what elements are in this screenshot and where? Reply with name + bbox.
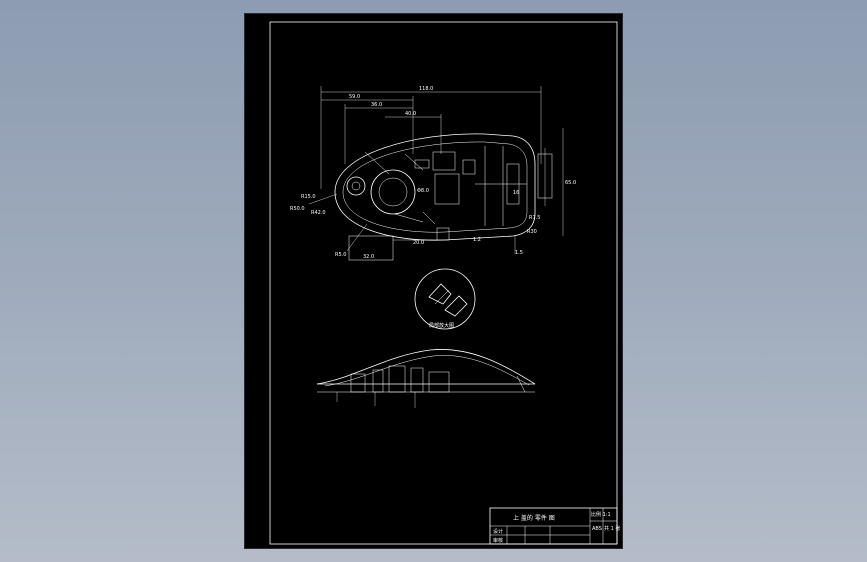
dim-phi: Φ8.0 — [417, 188, 429, 194]
dim-r5: R5.0 — [335, 252, 346, 258]
drawing-sheet: 118.0 59.0 36.0 40.0 65.0 — [244, 13, 623, 549]
dim-d16: 16 — [513, 190, 519, 196]
dim-r50: R50.0 — [290, 206, 305, 212]
top-view-outline — [334, 133, 553, 241]
dim-r1b: 1.2 — [473, 237, 481, 243]
title-material: ABS — [592, 526, 602, 532]
title-block: 上 盖的 零件 图 设计 审核 比例 1:1 ABS 共 1 张 — [489, 507, 620, 545]
detail-view: 局部放大图 — [414, 268, 476, 330]
dim-r15: R15.0 — [301, 194, 316, 200]
dim-height-right: 65.0 — [565, 180, 576, 186]
title-cell-b: 审核 — [493, 537, 503, 544]
top-dimensions: 118.0 59.0 36.0 40.0 65.0 — [320, 86, 576, 236]
dim-r30: R30 — [527, 229, 537, 235]
side-view — [316, 349, 536, 408]
dim-partial-inner: 40.0 — [405, 111, 416, 117]
hole-left — [346, 176, 366, 196]
top-view-labels: R15.0 R50.0 R42.0 Φ8.0 R5.0 R7.5 R30 16 … — [290, 188, 540, 258]
title-drawing: 上 盖的 零件 图 — [513, 514, 555, 522]
inner-border — [269, 21, 618, 545]
dim-bottom-32: 32.0 — [363, 254, 374, 260]
dim-r42: R42.0 — [311, 210, 326, 216]
title-sheet: 共 1 张 — [604, 525, 620, 532]
bottom-dimensions: 32.0 20.0 — [348, 227, 516, 261]
top-view-features — [346, 146, 527, 226]
dim-bottom-20: 20.0 — [413, 240, 424, 246]
dim-partial-left: 59.0 — [349, 94, 360, 100]
dim-partial-mid: 36.0 — [371, 102, 382, 108]
dim-overall-width: 118.0 — [419, 86, 433, 92]
dim-r75: R7.5 — [529, 215, 540, 221]
title-scale: 比例 1:1 — [591, 511, 611, 518]
cad-drawing: 118.0 59.0 36.0 40.0 65.0 — [269, 21, 620, 545]
detail-label: 局部放大图 — [429, 322, 454, 329]
dim-r1: 1.5 — [515, 250, 523, 256]
boss-center — [370, 169, 416, 215]
title-cell-a: 设计 — [493, 528, 503, 535]
